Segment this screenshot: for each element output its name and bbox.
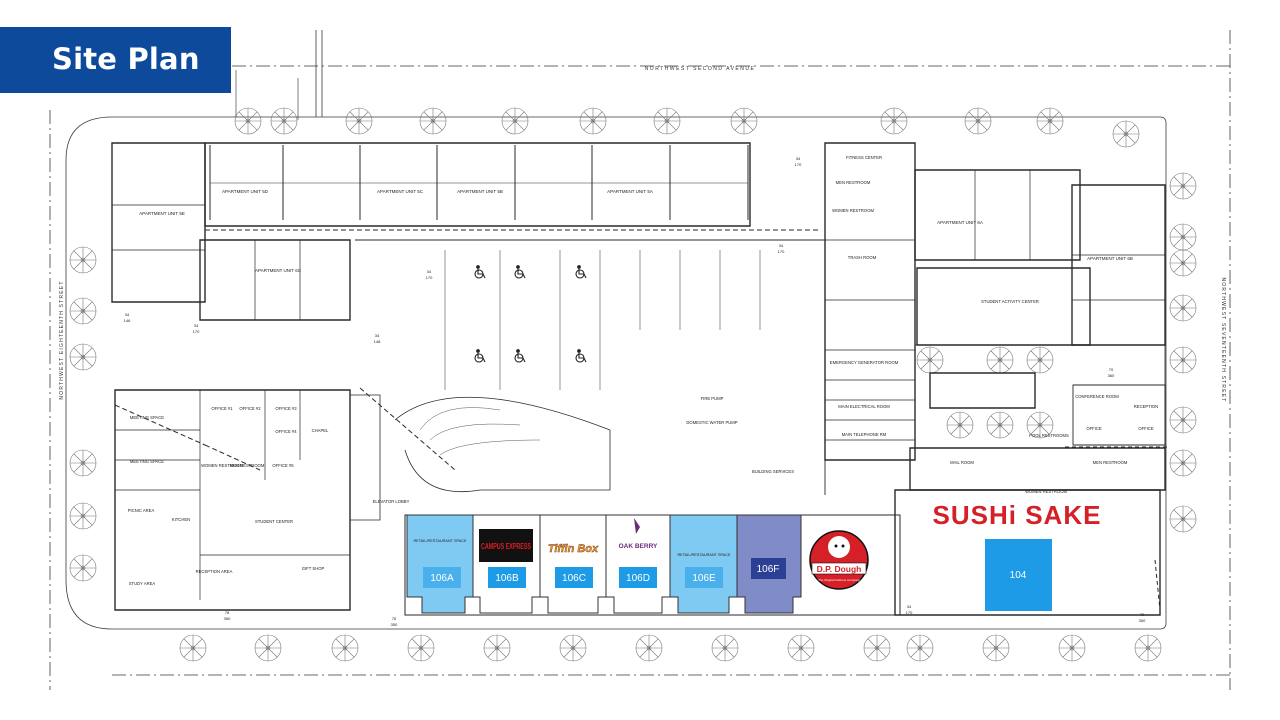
room-label: MAIN TELEPHONE RM <box>842 432 887 437</box>
retail-unit-106E[interactable]: 106E RETAIL/RESTAURANT SPACE <box>669 514 738 614</box>
retail-106E-label: RETAIL/RESTAURANT SPACE <box>677 553 731 557</box>
room-label: MEN RESTROOM <box>230 463 265 468</box>
oak-berry-logo: OAK BERRY <box>619 518 658 550</box>
room-label: STUDENT ACTIVITY CENTER <box>981 299 1039 304</box>
room-label: CHAPEL <box>312 428 329 433</box>
apt-label: APARTMENT UNIT 6B <box>1087 256 1133 261</box>
room-label: BUILDING SERVICES <box>752 469 794 474</box>
retail-106F-id: 106F <box>757 564 780 575</box>
room-tag: 170 <box>795 162 802 167</box>
room-label: OFFICE #1 <box>211 406 233 411</box>
room-tag: 34 <box>375 333 380 338</box>
room-tag: 70 <box>1140 612 1145 617</box>
room-tag: 170 <box>778 249 785 254</box>
room-label: KITCHEN <box>172 517 190 522</box>
room-label: MAIN ELECTRICAL ROOM <box>838 404 890 409</box>
room-label: FIRE PUMP <box>701 396 724 401</box>
room-tag: 350 <box>1139 618 1146 623</box>
apt-label: APARTMENT UNIT 5C <box>377 189 424 194</box>
room-label: RECEPTION <box>1134 404 1158 409</box>
room-label: OFFICE #4 <box>275 429 297 434</box>
campus-express-text: CAMPUS EXPRESS <box>481 542 531 551</box>
retail-106C-id: 106C <box>562 573 586 584</box>
room-tag: 34 <box>796 156 801 161</box>
retail-106E-id: 106E <box>692 573 716 584</box>
room-label: MEN RESTROOM <box>836 180 871 185</box>
room-tag: 148 <box>374 339 381 344</box>
retail-unit-106F[interactable]: 106F <box>736 514 802 614</box>
room-label: OFFICE #5 <box>272 463 294 468</box>
retail-106A-label: RETAIL/RESTAURANT SPACE <box>413 539 467 543</box>
retail-106A-id: 106A <box>430 573 454 584</box>
room-label: RECEPTION AREA <box>196 569 233 574</box>
room-label: OFFICE #3 <box>275 406 297 411</box>
retail-106B-id: 106B <box>495 573 519 584</box>
room-tag: 34 <box>427 269 432 274</box>
room-tag: 34 <box>907 604 912 609</box>
room-label: MEETING SPACE <box>130 459 164 464</box>
room-label: STUDY AREA <box>129 581 156 586</box>
retail-106D-id: 106D <box>626 573 650 584</box>
room-label: DOMESTIC WATER PUMP <box>686 420 737 425</box>
retail-104-id: 104 <box>1010 570 1027 581</box>
room-label: TRASH ROOM <box>848 255 877 260</box>
dp-dough-tagline: The Original Calzone Company <box>818 578 860 582</box>
room-label: OFFICE #2 <box>239 406 261 411</box>
street-east-label: NORTHWEST SEVENTEENTH STREET <box>1220 277 1226 402</box>
room-tag: 350 <box>391 622 398 627</box>
apt-label: APARTMENT UNIT 5E <box>139 211 185 216</box>
retail-unit-106C[interactable]: 106C <box>539 514 607 614</box>
apt-label: APARTMENT UNIT 6A <box>937 220 983 225</box>
room-label: OFFICE <box>1086 426 1102 431</box>
tiffin-box-logo: Tiffin Box <box>548 543 599 555</box>
dp-dough-logo: D.P. Dough The Original Calzone Company <box>809 530 869 590</box>
accessible-parking <box>474 265 587 363</box>
room-label: EMERGENCY GENERATOR ROOM <box>830 360 899 365</box>
room-tag: 76 <box>392 616 397 621</box>
apt-label: APARTMENT UNIT 5D <box>222 189 269 194</box>
room-label: CONFERENCE ROOM <box>1075 394 1119 399</box>
room-label: PICNIC AREA <box>128 508 155 513</box>
room-tag: 170 <box>193 329 200 334</box>
room-tag: 146 <box>124 318 131 323</box>
street-north-label: NORTHWEST SECOND AVENUE <box>645 66 756 72</box>
room-label: POOL RESTROOMS <box>1029 433 1069 438</box>
title-banner <box>0 27 231 93</box>
room-tag: 170 <box>906 610 913 615</box>
dp-dough-name: D.P. Dough <box>817 564 862 574</box>
room-label: ELEVATOR LOBBY <box>373 499 410 504</box>
room-tag: 78 <box>225 610 230 615</box>
room-label: WOMEN RESTROOM <box>832 208 874 213</box>
room-label: STUDENT CENTER <box>255 519 293 524</box>
room-tag: 34 <box>779 243 784 248</box>
apt-label: APARTMENT UNIT 5A <box>607 189 653 194</box>
page-title: Site Plan <box>52 42 200 76</box>
campus-express-logo: CAMPUS EXPRESS <box>479 529 533 562</box>
oak-berry-text: OAK BERRY <box>619 543 658 550</box>
sushi-sake-logo: SUSHi SAKE <box>933 500 1102 530</box>
room-label: FITNESS CENTER <box>846 155 882 160</box>
retail-unit-106A[interactable]: 106A RETAIL/RESTAURANT SPACE <box>406 514 474 614</box>
room-tag: 170 <box>426 275 433 280</box>
room-label: WOMEN RESTROOM <box>201 463 243 468</box>
room-tag: 34 <box>194 323 199 328</box>
room-label: MAIL ROOM <box>950 460 974 465</box>
room-label: MEN RESTROOM <box>1093 460 1128 465</box>
room-label: GIFT SHOP <box>302 566 325 571</box>
room-tag: 350 <box>224 616 231 621</box>
apt-label: APARTMENT UNIT 6C <box>255 268 302 273</box>
room-tag: 34 <box>125 312 130 317</box>
room-tag: 360 <box>1108 373 1115 378</box>
room-label: OFFICE <box>1138 426 1154 431</box>
room-label: MEETING SPACE <box>130 415 164 420</box>
apt-label: APARTMENT UNIT 5B <box>457 189 503 194</box>
retail-unit-104[interactable]: 104 <box>985 539 1052 611</box>
room-tag: 70 <box>1109 367 1114 372</box>
retail-spaces: 106A RETAIL/RESTAURANT SPACE 106B 106C 1… <box>406 514 1052 614</box>
street-west-label: NORTHWEST EIGHTEENTH STREET <box>59 280 65 399</box>
room-label: WOMEN RESTROOM <box>1025 489 1067 494</box>
